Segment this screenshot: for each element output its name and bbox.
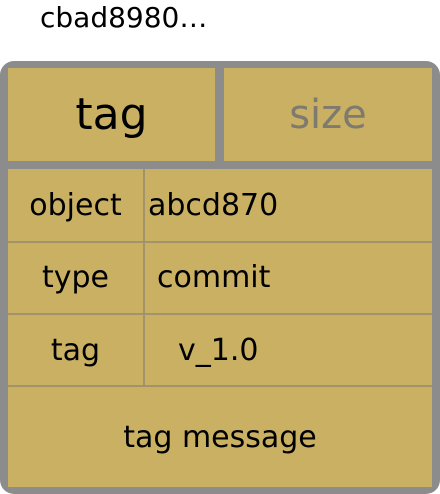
field-value-type: commit [157, 259, 271, 295]
tag-object-box: tag size object abcd870 type commit tag … [0, 61, 440, 494]
object-hash: cbad8980… [40, 1, 208, 34]
header-size-cell: size [224, 68, 432, 161]
field-label-object: object [29, 187, 122, 223]
column-divider [143, 169, 145, 385]
field-value-object: abcd870 [148, 187, 279, 223]
field-value-tag: v_1.0 [178, 332, 259, 368]
row-divider [8, 385, 432, 387]
tag-fields-panel: object abcd870 type commit tag v_1.0 tag… [8, 169, 432, 487]
header-type-cell: tag [8, 68, 215, 161]
field-label-type: type [41, 259, 110, 295]
tag-message: tag message [123, 419, 317, 455]
row-divider [8, 313, 432, 315]
field-label-tag: tag [50, 332, 101, 368]
row-divider [8, 241, 432, 243]
